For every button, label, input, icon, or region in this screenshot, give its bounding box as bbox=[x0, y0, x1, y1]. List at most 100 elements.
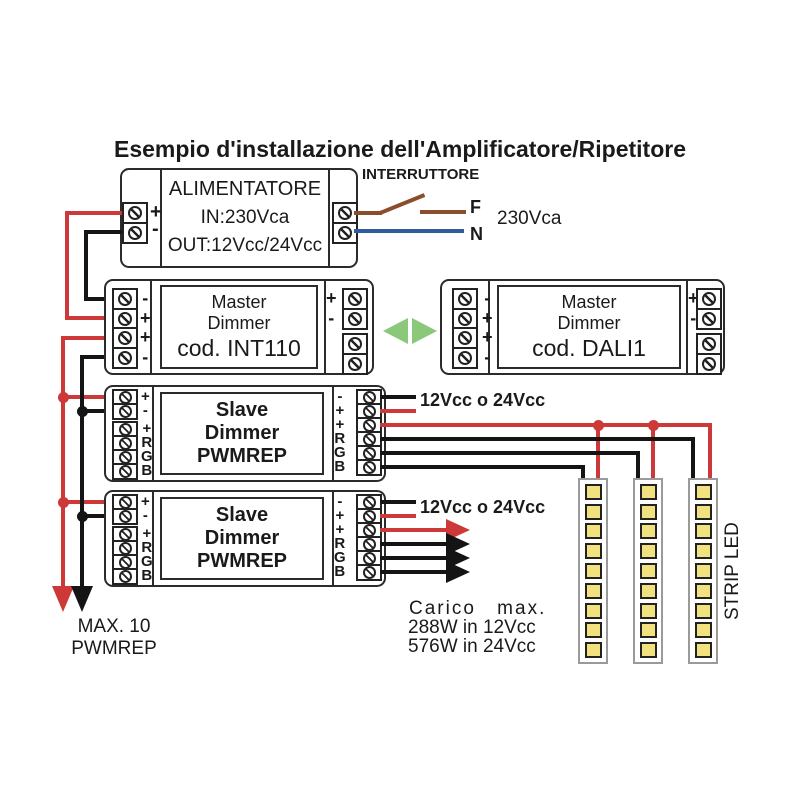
slave1-right-terminals bbox=[356, 389, 382, 476]
slave1-line3: PWMREP bbox=[197, 445, 287, 467]
led-chip bbox=[584, 503, 602, 520]
terminal-label: G bbox=[141, 448, 153, 465]
terminal-label: + bbox=[142, 525, 152, 542]
page-title: Esempio d'installazione dell'Amplificato… bbox=[114, 136, 686, 162]
terminal-label: - bbox=[484, 346, 491, 367]
power-supply-input: IN:230Vca bbox=[200, 207, 290, 228]
led-chip bbox=[584, 602, 602, 619]
out-blue-arrow bbox=[446, 561, 470, 583]
led-chip bbox=[694, 602, 712, 619]
slave1-label-panel: Slave Dimmer PWMREP bbox=[160, 392, 324, 475]
led-strip-1 bbox=[578, 478, 608, 664]
mains-voltage-label: 230Vca bbox=[497, 208, 562, 229]
wire-supply-plus bbox=[65, 316, 113, 320]
terminal-label: + bbox=[142, 420, 152, 437]
terminal-label: + bbox=[335, 402, 345, 419]
wire-strip-green-drop bbox=[636, 451, 640, 478]
wire-slave1-supply-plus bbox=[380, 409, 416, 413]
screw-terminal bbox=[342, 307, 368, 330]
terminal-label: B bbox=[334, 563, 346, 580]
led-chip bbox=[584, 543, 602, 560]
switch-label: INTERRUTTORE bbox=[362, 166, 480, 183]
slave1-line2: Dimmer bbox=[204, 422, 280, 444]
max-note-line2: PWMREP bbox=[71, 638, 157, 659]
wire-supply-minus bbox=[84, 230, 122, 234]
junction-dot bbox=[77, 406, 88, 417]
int110-line3: cod. INT110 bbox=[177, 335, 301, 361]
wire-strip-red-channel bbox=[380, 437, 695, 441]
terminal-label: - bbox=[328, 307, 335, 328]
screw-terminal bbox=[112, 346, 138, 369]
divider bbox=[686, 281, 688, 373]
slave2-line2: Dimmer bbox=[204, 527, 280, 549]
slave1-right-terminal-labels: - + + R G B bbox=[334, 389, 346, 475]
divider bbox=[152, 492, 154, 585]
terminal-label: R bbox=[141, 539, 153, 556]
led-chip bbox=[584, 483, 602, 500]
wire-strip-plus-drop2 bbox=[651, 427, 655, 478]
dali1-line2: Dimmer bbox=[557, 313, 621, 333]
phase-label: F bbox=[470, 197, 481, 217]
led-chip bbox=[639, 602, 657, 619]
led-chip bbox=[584, 582, 602, 599]
power-supply-right-terminals bbox=[332, 202, 358, 244]
wire-strip-plus bbox=[380, 423, 712, 427]
slave2-right-terminals bbox=[356, 494, 382, 581]
slave2-left-signal-labels: + R G B bbox=[141, 525, 153, 584]
terminal-label: + bbox=[140, 307, 151, 328]
junction-dot bbox=[648, 420, 659, 431]
wire-bus-plus bbox=[61, 336, 113, 340]
led-chip bbox=[694, 503, 712, 520]
terminal-label: + bbox=[335, 416, 345, 433]
terminal-label: + bbox=[140, 327, 151, 347]
terminal-label: B bbox=[334, 458, 346, 475]
screw-terminal bbox=[112, 508, 138, 525]
terminal-label: + bbox=[141, 388, 150, 405]
wire-strip-red-drop bbox=[691, 437, 695, 478]
led-chip bbox=[694, 642, 712, 659]
slave2-left-power-labels: + - bbox=[141, 494, 150, 523]
led-chip bbox=[639, 582, 657, 599]
wire-slave1-supply-minus bbox=[380, 395, 416, 399]
int110-line1: Master bbox=[211, 292, 267, 312]
led-chip bbox=[584, 523, 602, 540]
wire-strip-plus-drop3 bbox=[708, 423, 712, 478]
int110-left-terminals bbox=[112, 288, 138, 369]
divider bbox=[488, 281, 490, 373]
led-chip bbox=[584, 622, 602, 639]
interchangeable-arrow-icon bbox=[383, 318, 437, 344]
int110-right-top-terminals bbox=[342, 288, 368, 330]
divider bbox=[150, 281, 152, 373]
slave2-label-panel: Slave Dimmer PWMREP bbox=[160, 497, 324, 580]
terminal-label: B bbox=[141, 567, 153, 584]
led-chip bbox=[639, 562, 657, 579]
slave2-right-terminal-labels: - + + R G B bbox=[334, 494, 346, 580]
terminal-label: - bbox=[142, 346, 149, 367]
divider bbox=[328, 170, 330, 266]
screw-terminal bbox=[356, 564, 382, 581]
screw-terminal bbox=[122, 221, 148, 244]
slave1-left-power-terminals bbox=[112, 389, 138, 420]
load-note-line1: Carico max. bbox=[409, 598, 547, 619]
screw-terminal bbox=[356, 459, 382, 476]
terminal-label: + bbox=[326, 288, 337, 308]
divider bbox=[152, 387, 154, 480]
junction-dot bbox=[58, 392, 69, 403]
terminal-label: G bbox=[334, 444, 346, 461]
divider bbox=[160, 170, 162, 266]
dali1-label-panel: Master Dimmer cod. DALI1 bbox=[497, 285, 681, 369]
slave2-line3: PWMREP bbox=[197, 550, 287, 572]
terminal-label: G bbox=[334, 549, 346, 566]
int110-right-terminal-labels: + - bbox=[326, 288, 337, 328]
wire-slave2-supply-plus bbox=[380, 514, 416, 518]
terminal-label: + bbox=[335, 507, 345, 524]
terminal-label: R bbox=[334, 430, 346, 447]
led-chip bbox=[584, 642, 602, 659]
terminal-label: - bbox=[690, 307, 697, 328]
int110-label-panel: Master Dimmer cod. INT110 bbox=[160, 285, 318, 369]
dali1-line1: Master bbox=[561, 292, 617, 312]
wire-bus-plus bbox=[61, 336, 65, 588]
int110-left-terminal-labels: - + + - bbox=[140, 288, 151, 367]
terminal-label: R bbox=[334, 535, 346, 552]
led-chip bbox=[694, 622, 712, 639]
